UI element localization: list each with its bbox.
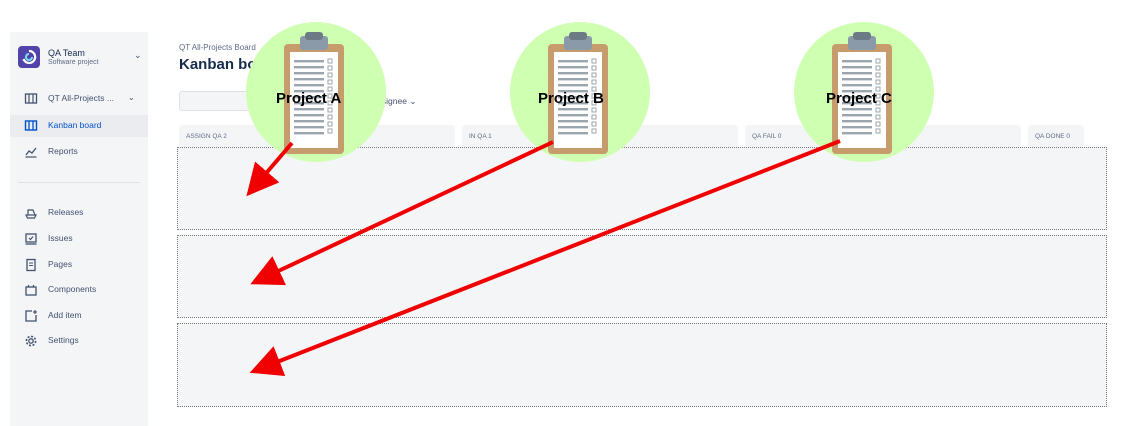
sidebar-item-components[interactable]: Components	[10, 279, 148, 301]
sidebar-item-kanban-board[interactable]: Kanban board	[10, 115, 148, 137]
breadcrumb[interactable]: QT All-Projects Board	[179, 43, 256, 52]
sidebar-divider	[18, 182, 140, 183]
sidebar-item-label: Releases	[48, 207, 84, 217]
board-selector-label: QT All-Projects ...	[48, 93, 114, 103]
sidebar-item-pages[interactable]: Pages	[10, 254, 148, 276]
sidebar-item-label: Settings	[48, 335, 79, 345]
column-label: ASSIGN QA 2	[186, 133, 227, 140]
sidebar-item-label: Components	[48, 284, 97, 294]
sidebar-item-issues[interactable]: Issues	[10, 228, 148, 250]
column-label: IN QA 1	[469, 133, 492, 140]
project-avatar-icon	[18, 46, 40, 68]
chart-icon	[25, 147, 37, 158]
column-label: QA FAIL 0	[752, 133, 782, 140]
project-name: QA Team	[48, 48, 85, 58]
sidebar-item-label: Kanban board	[48, 120, 102, 130]
project-header[interactable]: QA Team Software project ⌄	[18, 46, 144, 72]
sidebar-item-reports[interactable]: Reports	[10, 141, 148, 163]
board-icon	[24, 93, 38, 104]
project-c-label: Project C	[826, 90, 892, 107]
chevron-down-icon[interactable]: ⌄	[134, 50, 142, 60]
components-icon	[25, 285, 37, 296]
kanban-icon	[24, 120, 38, 131]
swimlane[interactable]	[177, 235, 1107, 318]
issues-icon	[25, 233, 37, 245]
ship-icon	[25, 209, 37, 219]
assignee-filter[interactable]: Assignee ⌄	[372, 96, 417, 106]
sidebar-item-label: Reports	[48, 146, 78, 156]
page-icon	[26, 258, 36, 272]
chevron-down-icon: ⌄	[128, 93, 135, 102]
sidebar-item-label: Issues	[48, 233, 73, 243]
sidebar: QA Team Software project ⌄ QT All-Projec…	[10, 32, 148, 426]
project-b-label: Project B	[538, 90, 604, 107]
assignee-filter-label: Assignee	[372, 96, 407, 106]
project-a-label: Project A	[276, 90, 342, 107]
column-header-qa-done[interactable]: QA DONE 0	[1028, 125, 1084, 147]
project-type: Software project	[48, 59, 99, 66]
sidebar-item-label: Add item	[48, 310, 82, 320]
sidebar-item-releases[interactable]: Releases	[10, 202, 148, 224]
column-label: QA DONE 0	[1035, 133, 1071, 140]
add-item-icon	[25, 310, 37, 322]
board-selector[interactable]: QT All-Projects ... ⌄	[10, 88, 148, 110]
sidebar-item-settings[interactable]: Settings	[10, 330, 148, 352]
gear-icon	[25, 335, 37, 347]
swimlane[interactable]	[177, 323, 1107, 407]
sidebar-item-add-item[interactable]: Add item	[10, 305, 148, 327]
sidebar-item-label: Pages	[48, 259, 73, 269]
